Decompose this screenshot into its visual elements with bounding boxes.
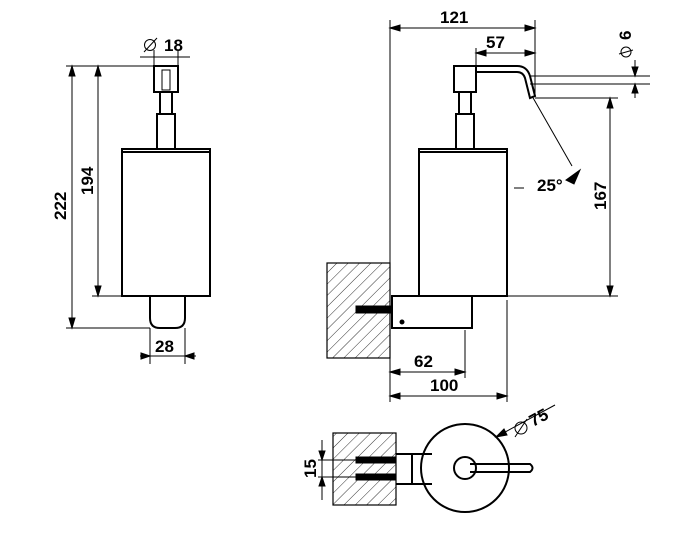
bottom-bracket	[149, 296, 186, 329]
bracket-bar-lower	[355, 473, 397, 481]
side-pump-head	[453, 65, 477, 93]
dim-spout-reach: 57	[486, 33, 505, 52]
dim-mount-depth: 62	[414, 352, 433, 371]
dim-spout-height: 167	[591, 182, 610, 210]
bracket-bar-upper	[355, 456, 397, 464]
front-view: 18 222 194 28	[51, 36, 211, 364]
top-wall-section	[332, 432, 397, 506]
side-view: 121 57 6 25° 167	[326, 8, 650, 402]
top-spout	[470, 463, 534, 473]
top-view: 75 15	[301, 404, 556, 513]
pump-stem-upper	[159, 91, 173, 115]
dim-wall-to-front: 100	[430, 376, 458, 395]
dim-body-height: 194	[78, 166, 97, 195]
dim-total-depth: 121	[440, 8, 468, 27]
top-pump-head	[453, 456, 477, 480]
fixing-screw	[355, 305, 393, 314]
pump-stem-lower	[156, 113, 176, 150]
diameter-symbol-6	[618, 46, 634, 58]
pump-head-inner	[161, 69, 171, 91]
dim-total-height: 222	[51, 192, 70, 220]
diameter-symbol-18	[143, 37, 158, 53]
spout	[476, 65, 537, 100]
dim-fixing-spacing: 15	[301, 459, 320, 478]
dim-spout-diameter: 6	[616, 31, 635, 40]
dispenser-body	[121, 148, 211, 297]
side-dispenser-body	[418, 148, 508, 297]
diameter-symbol-75	[514, 418, 528, 438]
dim-diameter-top: 18	[164, 36, 183, 55]
top-body-circle	[420, 423, 510, 513]
dim-bottom-width: 28	[155, 337, 174, 356]
dim-spout-angle: 25°	[537, 176, 563, 195]
